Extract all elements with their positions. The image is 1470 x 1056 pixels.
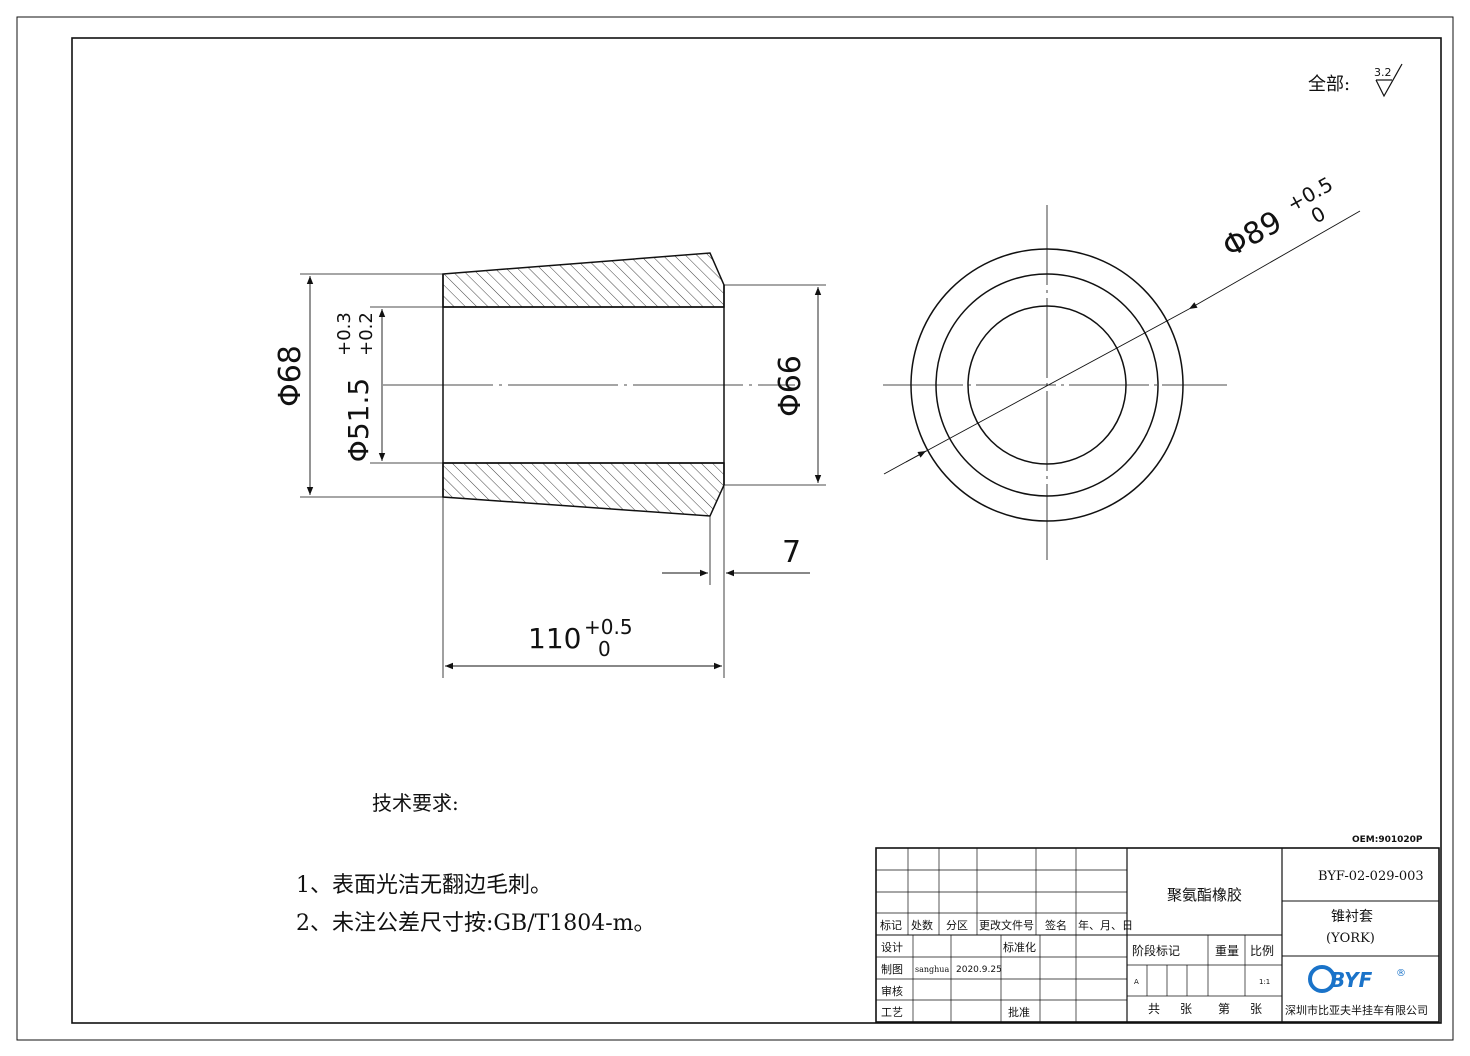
company-name: 深圳市比亚夫半挂车有限公司 [1285, 1003, 1428, 1017]
header-change-doc: 更改文件号 [979, 918, 1034, 932]
dim-bore-tol-lower: +0.2 [356, 312, 377, 356]
stage-mark: A [1134, 978, 1139, 986]
stage-label: 阶段标记 [1132, 943, 1180, 958]
header-count: 处数 [911, 919, 933, 932]
tech-requirement-2: 2、未注公差尺寸按:GB/T1804-m。 [296, 911, 656, 936]
section-view: Φ68 Φ51.5 +0.3 +0.2 Φ66 7 110 +0.5 0 [273, 252, 826, 678]
dim-circle-tol-lower: 0 [1307, 201, 1330, 228]
header-mark: 标记 [880, 918, 902, 932]
row-process: 工艺 [881, 1006, 903, 1019]
sheet-no: 第 [1218, 1002, 1230, 1016]
header-date: 年、月、日 [1078, 918, 1133, 932]
dim-bore: Φ51.5 [342, 378, 375, 462]
dim-outer-right: Φ66 [773, 355, 808, 417]
bottom-wall-section [442, 462, 725, 517]
row-approve: 批准 [1008, 1005, 1030, 1019]
tech-requirements-title: 技术要求: [372, 791, 459, 815]
company-logo: BYF ® [1308, 965, 1406, 993]
dim-outer-left: Φ68 [273, 345, 308, 407]
end-view: Φ89 +0.5 0 [883, 172, 1361, 560]
oem-code: OEM:901020P [1352, 835, 1423, 845]
logo-ring-icon [1308, 965, 1336, 993]
sheets-total: 共 [1148, 1002, 1160, 1016]
row-design: 设计 [881, 941, 903, 954]
leader-line-lower [883, 450, 927, 475]
header-signature: 签名 [1045, 918, 1067, 932]
logo-text: BYF [1330, 968, 1373, 992]
part-model: (YORK) [1326, 931, 1375, 946]
row-standardize: 标准化 [1003, 940, 1036, 954]
header-zone: 分区 [946, 919, 968, 932]
drafter-name: sanghua [915, 965, 949, 974]
dim-bore-tol-upper: +0.3 [334, 312, 355, 356]
leader-line-upper [1188, 210, 1361, 310]
dim-chamfer: 7 [782, 535, 801, 570]
title-block [875, 847, 1440, 1023]
surface-finish-value: 3.2 [1374, 66, 1392, 79]
surface-finish-label: 全部: [1308, 74, 1350, 95]
dim-length-tol-upper: +0.5 [584, 615, 633, 639]
inner-border [71, 37, 1442, 1024]
top-wall-section [442, 252, 725, 308]
roughness-symbol-icon [1375, 63, 1403, 98]
row-check: 审核 [881, 984, 903, 998]
row-draw: 制图 [881, 963, 903, 976]
part-name: 锥衬套 [1331, 909, 1373, 925]
tech-requirement-1: 1、表面光洁无翻边毛刺。 [296, 873, 552, 898]
sheets-unit-2: 张 [1250, 1002, 1262, 1016]
drawing-number: BYF-02-029-003 [1318, 869, 1424, 884]
sheets-unit-1: 张 [1180, 1002, 1192, 1016]
draw-date: 2020.9.25 [956, 965, 1002, 975]
registered-icon: ® [1396, 968, 1406, 979]
weight-label: 重量 [1215, 944, 1239, 958]
material: 聚氨酯橡胶 [1167, 886, 1242, 904]
scale-value: 1:1 [1259, 978, 1270, 986]
dim-circle: Φ89 [1217, 204, 1288, 265]
outer-border [16, 16, 1454, 1041]
dim-length-tol-lower: 0 [598, 637, 611, 661]
dim-length: 110 [528, 622, 581, 655]
scale-label: 比例 [1250, 944, 1274, 958]
